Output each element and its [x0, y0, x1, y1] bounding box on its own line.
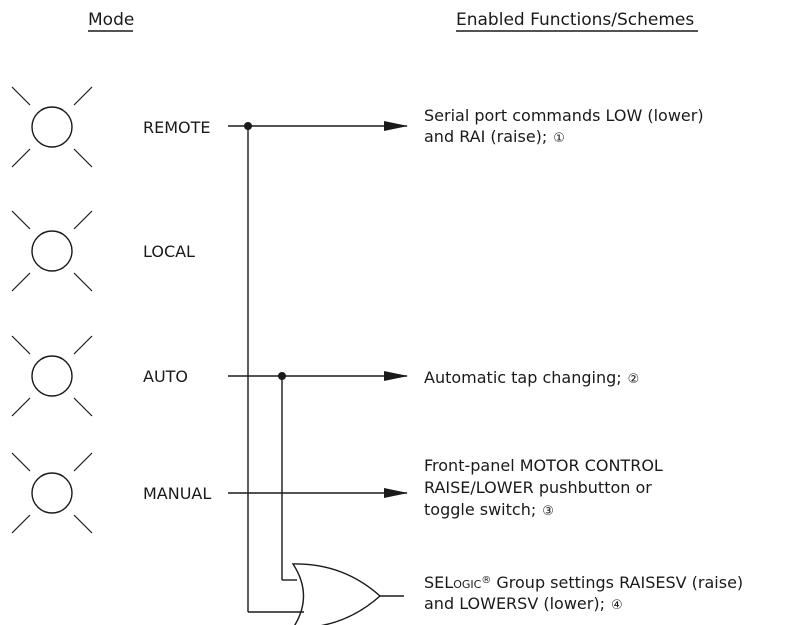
functions-header: Enabled Functions/Schemes [456, 10, 694, 30]
selogic-function-text: SELOGIC® Group settings RAISESV (raise) … [424, 573, 748, 613]
led-indicator-icon [11, 210, 93, 292]
or-gate-icon [291, 563, 382, 625]
mode-header: Mode [88, 10, 134, 30]
led-indicator-icon [11, 452, 93, 534]
manual-function-text: Front-panel MOTOR CONTROL RAISE/LOWER pu… [424, 456, 668, 519]
remote-function-text: Serial port commands LOW (lower) and RAI… [424, 106, 709, 146]
mode-label-auto: AUTO [143, 367, 188, 386]
auto-function-text: Automatic tap changing;② [424, 368, 639, 387]
mode-label-remote: REMOTE [143, 118, 211, 137]
led-indicator-icon [11, 86, 93, 168]
led-indicator-icon [11, 335, 93, 417]
mode-label-manual: MANUAL [143, 484, 211, 503]
mode-label-local: LOCAL [143, 242, 195, 261]
